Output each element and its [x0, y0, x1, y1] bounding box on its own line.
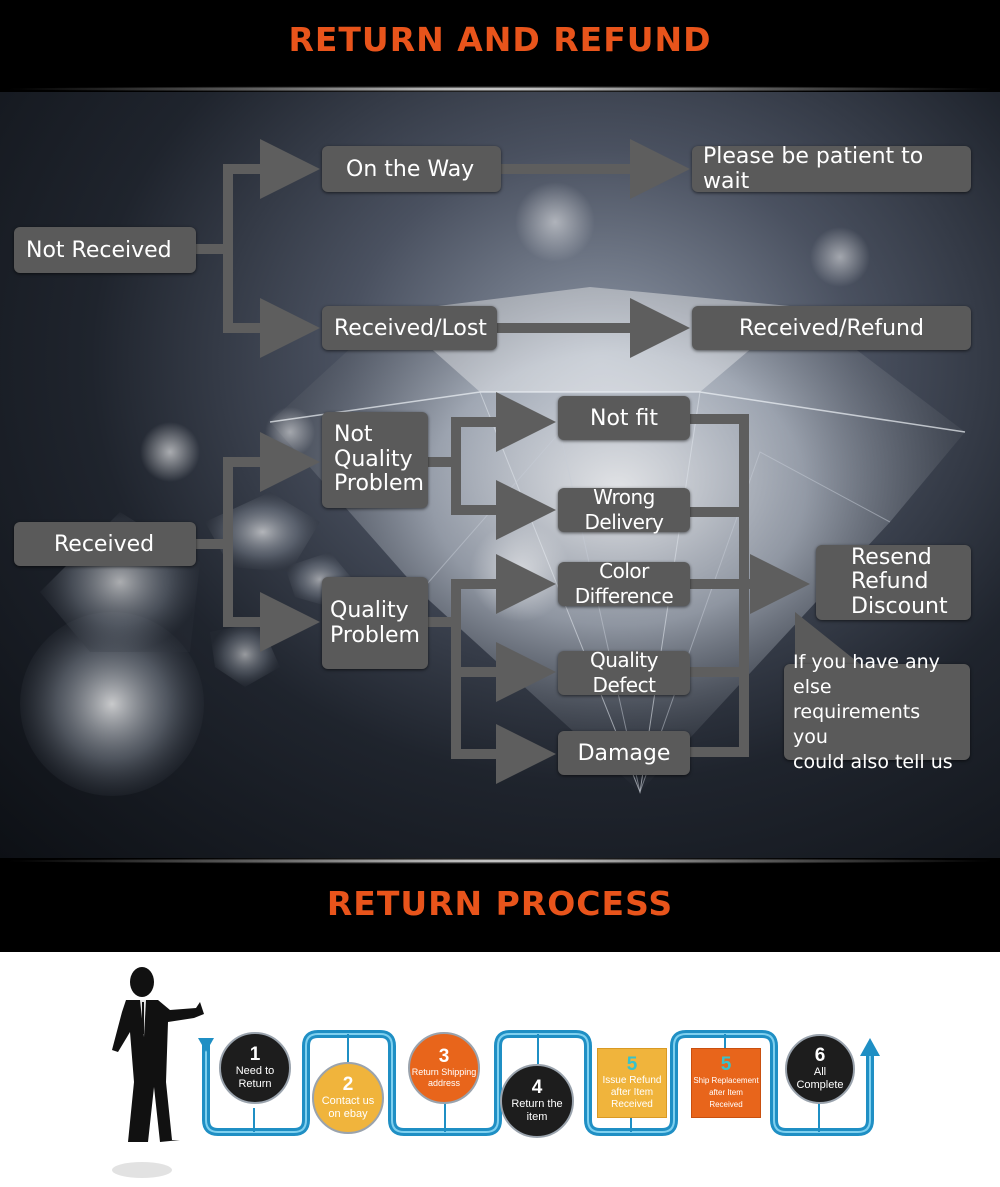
return-process: 1 Need to Return 2 Contact us on ebay 3 … [0, 952, 1000, 1181]
node-quality-problem: Quality Problem [322, 577, 428, 669]
note-callout: If you have any else requirements you co… [784, 651, 970, 773]
process-track [198, 1030, 880, 1136]
node-wrong-delivery: Wrong Delivery [558, 485, 690, 534]
node-not-received: Not Received [14, 227, 196, 273]
large-diamond-shape [270, 287, 965, 792]
process-step-1: 1 Need to Return [219, 1032, 291, 1104]
node-received-refund: Received/Refund [692, 306, 971, 350]
header-band: RETURN AND REFUND [0, 0, 1000, 92]
node-not-quality-problem: Not Quality Problem [322, 412, 428, 508]
node-resend-refund-discount: Resend Refund Discount [816, 545, 971, 620]
small-diamond-shape [20, 612, 204, 796]
header-glow [0, 86, 1000, 92]
node-on-the-way: On the Way [322, 146, 501, 192]
node-please-wait: Please be patient to wait [692, 144, 971, 194]
node-received: Received [14, 522, 196, 566]
section-glow [0, 858, 1000, 864]
refund-flow-diagram: Not Received On the Way Please be patien… [0, 92, 1000, 858]
process-step-5-replacement: 5 Ship Replacement after Item Received [691, 1048, 761, 1118]
node-color-difference: Color Difference [558, 559, 690, 608]
section-title: RETURN PROCESS [326, 884, 674, 923]
node-not-fit: Not fit [558, 396, 690, 440]
node-quality-defect: Quality Defect [558, 648, 690, 697]
node-damage: Damage [558, 731, 690, 775]
businessman-icon [112, 967, 204, 1178]
node-received-lost: Received/Lost [322, 306, 497, 350]
flow-connectors [196, 139, 860, 784]
process-step-3: 3 Return Shipping address [408, 1032, 480, 1104]
process-step-2: 2 Contact us on ebay [312, 1062, 384, 1134]
process-step-5-refund: 5 Issue Refund after Item Received [597, 1048, 667, 1118]
process-step-6: 6 All Complete [785, 1034, 855, 1104]
page-title: RETURN AND REFUND [288, 20, 712, 59]
process-step-4: 4 Return the item [500, 1064, 574, 1138]
section-band: RETURN PROCESS [0, 858, 1000, 952]
